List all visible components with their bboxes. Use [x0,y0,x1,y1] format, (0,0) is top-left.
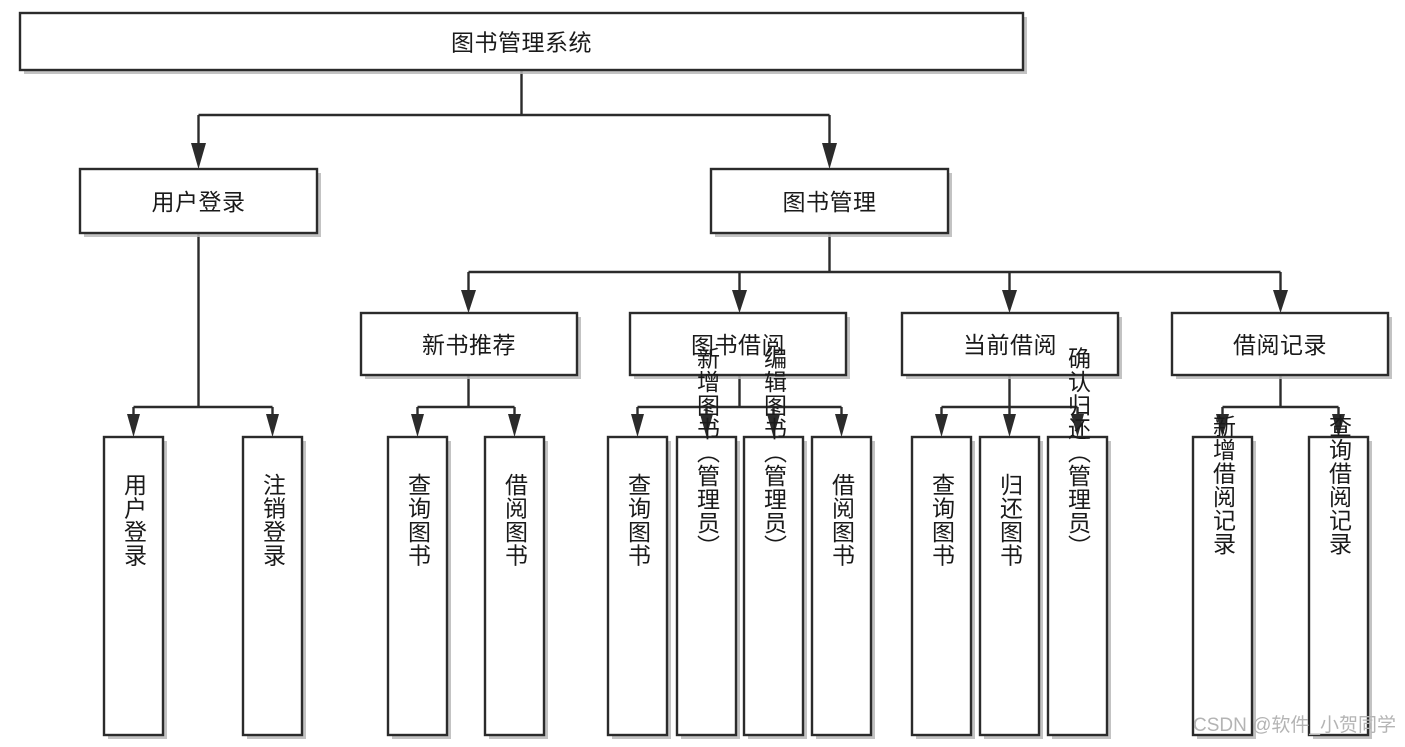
book-borrow-box[interactable] [628,311,848,377]
leaf-node-query-record[interactable]: 查询借阅记录 [1307,415,1372,740]
leaf-logout-label: 注销登录 [260,473,287,567]
leaf-logout-box[interactable] [241,435,304,737]
connectors-layer [127,70,1345,437]
leaf-query-book-1-box[interactable] [386,435,449,737]
leaf-borrow-book-1-label: 借阅图书 [502,473,529,567]
node-current-borrow[interactable]: 当前借阅 [900,311,1122,379]
leaf-node-edit-book[interactable]: 编辑图书（管理员） [742,346,807,739]
leaf-node-user-login[interactable]: 用户登录 [102,435,167,739]
borrow-record-label: 借阅记录 [1233,332,1327,358]
leaf-user-login-label: 用户登录 [121,473,148,567]
arrowhead-leaf-query-book-3 [935,414,948,437]
arrowhead-leaf-query-book-1 [411,414,424,437]
new-book-recommend-label: 新书推荐 [422,332,516,358]
node-borrow-record[interactable]: 借阅记录 [1170,311,1392,379]
arrowhead-book-manage [822,143,837,169]
leaf-node-logout[interactable]: 注销登录 [241,435,306,739]
user-login-box[interactable] [78,167,319,235]
leaf-query-book-3-box[interactable] [910,435,973,737]
leaf-node-borrow-book-1[interactable]: 借阅图书 [483,435,548,739]
leaf-node-add-book[interactable]: 新增图书（管理员） [675,346,740,739]
leaf-node-query-book-2[interactable]: 查询图书 [606,435,671,739]
user-login-label: 用户登录 [152,189,246,215]
leaf-add-record-label: 新增借阅记录 [1210,415,1237,556]
borrow-record-box[interactable] [1170,311,1390,377]
book-manage-label: 图书管理 [783,189,877,215]
arrowhead-leaf-borrow-book-1 [508,414,521,437]
leaf-return-book-label: 归还图书 [997,473,1024,567]
new-book-recommend-box[interactable] [359,311,579,377]
leaf-add-book-label: 新增图书（管理员） [694,346,721,558]
arrowhead-leaf-add-book [700,414,713,437]
leaf-query-book-2-label: 查询图书 [625,473,652,567]
arrowhead-leaf-return-book [1003,414,1016,437]
leaf-borrow-book-2-label: 借阅图书 [829,473,856,567]
node-book-manage[interactable]: 图书管理 [709,167,952,237]
leaf-borrow-book-2-box[interactable] [810,435,873,737]
leaf-query-book-1-label: 查询图书 [405,473,432,567]
arrowhead-leaf-query-book-2 [631,414,644,437]
leaf-query-record-box[interactable] [1307,435,1370,737]
leaf-node-confirm-return[interactable]: 确认归还（管理员） [1046,346,1111,739]
leaf-query-record-label: 查询借阅记录 [1326,415,1353,556]
node-user-login[interactable]: 用户登录 [78,167,321,237]
leaf-node-query-book-3[interactable]: 查询图书 [910,435,975,739]
leaf-node-borrow-book-2[interactable]: 借阅图书 [810,435,875,739]
root-label: 图书管理系统 [451,30,592,56]
arrowhead-leaf-query-record [1332,414,1345,437]
csdn-watermark: CSDN @软件_小贺同学 [1193,714,1396,736]
arrowhead-leaf-user-login [127,414,140,437]
leaf-borrow-book-1-box[interactable] [483,435,546,737]
leaf-node-return-book[interactable]: 归还图书 [978,435,1043,739]
leaf-confirm-return-box[interactable] [1046,435,1109,737]
arrowhead-new-book-recommend [461,290,476,313]
arrowhead-current-borrow [1002,290,1017,313]
leaf-confirm-return-label: 确认归还（管理员） [1065,346,1092,558]
arrowhead-leaf-borrow-book-2 [835,414,848,437]
current-borrow-box[interactable] [900,311,1120,377]
arrowhead-leaf-add-record [1216,414,1229,437]
leaf-user-login-box[interactable] [102,435,165,737]
node-root[interactable]: 图书管理系统 [18,11,1027,74]
leaf-node-add-record[interactable]: 新增借阅记录 [1191,415,1256,740]
arrowhead-borrow-record [1273,290,1288,313]
arrowhead-leaf-logout [266,414,279,437]
arrowhead-book-borrow [732,290,747,313]
book-borrow-label: 图书借阅 [691,332,785,358]
root-box[interactable] [18,11,1025,72]
leaf-add-book-box[interactable] [675,435,738,737]
leaf-edit-book-box[interactable] [742,435,805,737]
node-book-borrow[interactable]: 图书借阅 [628,311,850,379]
arrowhead-leaf-edit-book [767,414,780,437]
book-manage-box[interactable] [709,167,950,235]
arrowhead-leaf-confirm-return [1071,414,1084,437]
current-borrow-label: 当前借阅 [963,332,1057,358]
leaf-query-book-3-label: 查询图书 [929,473,956,567]
node-new-book-recommend[interactable]: 新书推荐 [359,311,581,379]
leaf-node-query-book-1[interactable]: 查询图书 [386,435,451,739]
leaf-query-book-2-box[interactable] [606,435,669,737]
leaf-add-record-box[interactable] [1191,435,1254,737]
leaf-edit-book-label: 编辑图书（管理员） [761,346,788,558]
leaf-return-book-box[interactable] [978,435,1041,737]
arrowhead-user-login [191,143,206,169]
